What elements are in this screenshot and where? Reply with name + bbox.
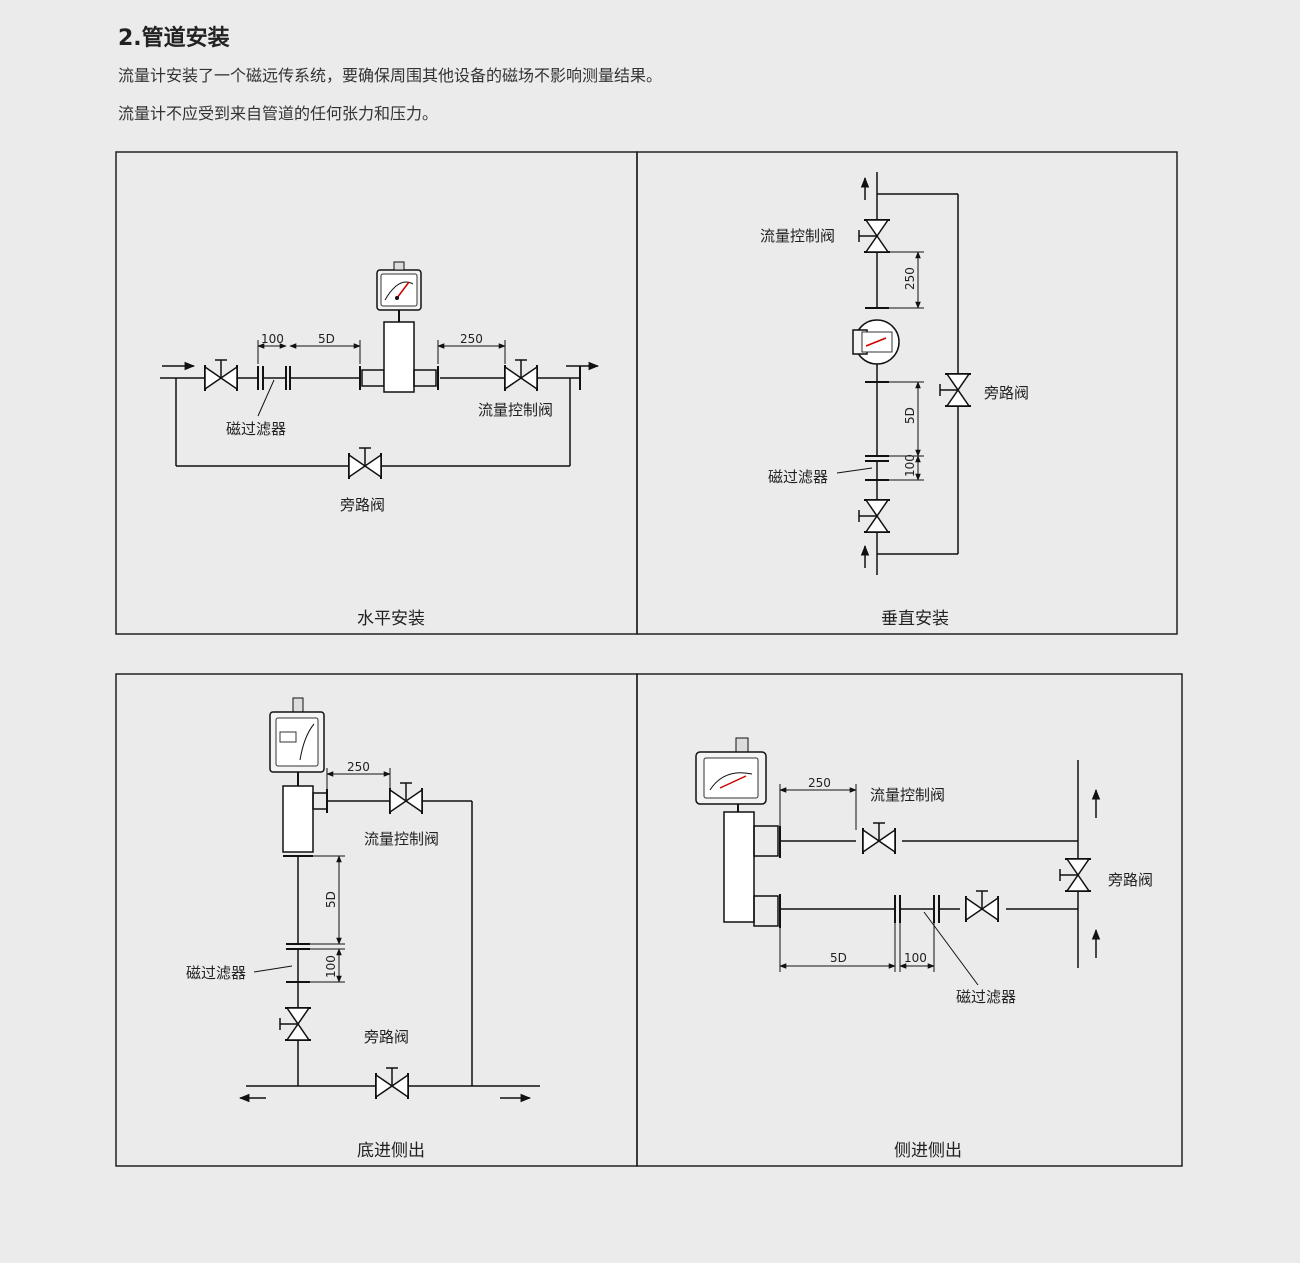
dim-5d: 5D bbox=[830, 951, 847, 965]
dim-100: 100 bbox=[324, 955, 338, 978]
dim-5d: 5D bbox=[903, 407, 917, 424]
dim-250: 250 bbox=[808, 776, 831, 790]
label-flow-control-valve: 流量控制阀 bbox=[478, 401, 553, 419]
panel-vertical: 250 5D 100 流量控制阀 旁路阀 磁过滤器 垂直安装 bbox=[636, 151, 1178, 635]
dim-100: 100 bbox=[903, 454, 917, 477]
label-magnetic-filter: 磁过滤器 bbox=[768, 468, 828, 486]
dim-250: 250 bbox=[347, 760, 370, 774]
label-flow-control-valve: 流量控制阀 bbox=[364, 830, 439, 848]
dim-100: 100 bbox=[261, 332, 284, 346]
caption-vertical: 垂直安装 bbox=[881, 609, 949, 629]
panel-horizontal: 100 5D 250 磁过滤器 流量控制阀 旁路阀 水平安装 bbox=[115, 151, 638, 635]
panel-bottom-in-side-out: 250 5D 100 流量控制阀 磁过滤器 旁路阀 底进侧出 bbox=[115, 673, 638, 1167]
panel-side-in-side-out: 250 5D 100 流量控制阀 旁路阀 磁过滤器 侧进侧出 bbox=[636, 673, 1183, 1167]
dim-5d: 5D bbox=[324, 891, 338, 908]
caption-horizontal: 水平安装 bbox=[357, 609, 425, 629]
dim-250: 250 bbox=[460, 332, 483, 346]
caption-side-in-side-out: 侧进侧出 bbox=[894, 1141, 962, 1161]
dim-100: 100 bbox=[904, 951, 927, 965]
label-magnetic-filter: 磁过滤器 bbox=[956, 988, 1016, 1006]
label-flow-control-valve: 流量控制阀 bbox=[760, 227, 835, 245]
label-magnetic-filter: 磁过滤器 bbox=[186, 964, 246, 982]
label-flow-control-valve: 流量控制阀 bbox=[870, 786, 945, 804]
label-bypass-valve: 旁路阀 bbox=[364, 1028, 409, 1046]
intro-paragraph-2: 流量计不应受到来自管道的任何张力和压力。 bbox=[118, 104, 439, 123]
label-bypass-valve: 旁路阀 bbox=[340, 496, 385, 514]
dim-250: 250 bbox=[903, 267, 917, 290]
label-magnetic-filter: 磁过滤器 bbox=[226, 420, 286, 438]
dim-5d: 5D bbox=[318, 332, 335, 346]
caption-bottom-in-side-out: 底进侧出 bbox=[357, 1141, 425, 1161]
label-bypass-valve: 旁路阀 bbox=[1108, 871, 1153, 889]
page-title: 2.管道安装 bbox=[118, 26, 230, 51]
label-bypass-valve: 旁路阀 bbox=[984, 384, 1029, 402]
intro-paragraph-1: 流量计安装了一个磁远传系统，要确保周围其他设备的磁场不影响测量结果。 bbox=[118, 66, 663, 85]
